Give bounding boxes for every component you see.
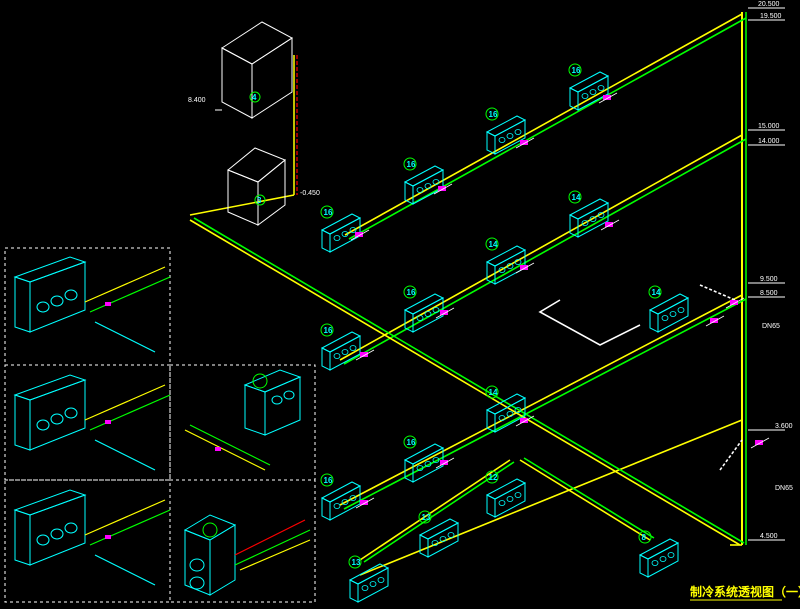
vertical-connection	[189, 55, 298, 216]
elev-4500: 4.500	[760, 533, 778, 540]
valve-marker	[730, 300, 738, 305]
elev-15000: 15.000	[758, 123, 780, 130]
valve-marker	[520, 265, 528, 270]
cooler-callout-label: 14	[652, 288, 661, 297]
valve-line	[515, 415, 535, 427]
cooler-callout-label: 16	[324, 326, 333, 335]
elev-9500: 9.500	[760, 276, 778, 283]
elev-20500: 20.500	[758, 1, 780, 8]
legend-panels	[4, 247, 316, 603]
branch-pipes	[189, 13, 747, 576]
elev-19500: 19.500	[760, 13, 782, 20]
valve-line	[435, 457, 455, 469]
cooler-callout-label: 13	[352, 558, 361, 567]
cooler-unit: 13	[418, 510, 460, 558]
cooler-unit: 16	[403, 285, 445, 333]
equipment-box-4	[215, 21, 293, 119]
valve-marker	[710, 318, 718, 323]
legend-detail	[13, 374, 171, 471]
cooler-unit: 8	[638, 530, 680, 578]
valve-marker	[755, 440, 763, 445]
legend-detail	[13, 489, 171, 586]
cooler-callout-label: 16	[407, 160, 416, 169]
dn-label-upper: DN65	[762, 323, 780, 330]
callout-3	[254, 194, 266, 206]
cooler-unit: 13	[348, 555, 390, 603]
valve-markers	[350, 92, 770, 509]
cooler-callout-label: 14	[572, 193, 581, 202]
dn-label-lower: DN65	[775, 485, 793, 492]
cooler-callout-label: 16	[324, 476, 333, 485]
valve-line	[433, 183, 453, 195]
cooler-callout-label: 14	[489, 240, 498, 249]
valve-line	[355, 349, 375, 361]
cooler-callout-label: 16	[489, 110, 498, 119]
elev-3600: 3.600	[775, 423, 793, 430]
callout-4	[249, 91, 261, 103]
valve-marker	[360, 352, 368, 357]
valve-marker	[605, 222, 613, 227]
callout-3-label: 3	[257, 196, 262, 205]
cooler-unit: 14	[485, 385, 527, 433]
valve-line	[350, 229, 370, 241]
legend-detail	[184, 369, 302, 471]
valve-line	[600, 219, 620, 231]
cooler-unit: 16	[568, 63, 610, 111]
elev-14000: 14.000	[758, 138, 780, 145]
cooler-unit: 16	[320, 323, 362, 371]
legend-contents	[13, 256, 311, 596]
valve-marker	[520, 140, 528, 145]
callout-4-label: 4	[252, 93, 257, 102]
cooler-callout-label: 13	[422, 513, 431, 522]
valve-line	[750, 437, 770, 449]
cooler-unit: 14	[568, 190, 610, 238]
cooler-units: 16 16 16 16 16 14 14 16 14 16 14 16 12 13 13 8	[320, 63, 690, 603]
cooler-callout-label: 8	[642, 533, 647, 542]
cooler-unit: 16	[485, 107, 527, 155]
valve-line	[435, 307, 455, 319]
cooler-unit: 14	[648, 285, 690, 333]
valve-line	[515, 262, 535, 274]
legend-panel-13	[4, 479, 171, 603]
elevation-marks	[748, 7, 785, 541]
drawing-title: 制冷系统透视图（一）	[690, 584, 800, 599]
main-riser	[741, 12, 747, 545]
cooler-unit: 12	[485, 470, 527, 518]
valve-marker	[360, 500, 368, 505]
legend-panel-12	[169, 479, 316, 603]
legend-detail	[183, 514, 311, 596]
valve-line	[515, 137, 535, 149]
valve-line	[725, 297, 745, 309]
elev-8400: 8.400	[188, 97, 206, 104]
cooler-unit: 14	[485, 237, 527, 285]
valve-marker	[440, 310, 448, 315]
equipment-box-3	[227, 147, 286, 226]
cooler-callout-label: 14	[489, 388, 498, 397]
valve-marker	[438, 186, 446, 191]
valve-marker	[355, 232, 363, 237]
valve-line	[705, 315, 725, 327]
valve-marker	[520, 418, 528, 423]
cooler-callout-label: 16	[407, 288, 416, 297]
valve-line	[355, 497, 375, 509]
cooler-callout-label: 12	[489, 473, 498, 482]
elev-neg-0450: -0.450	[300, 190, 320, 197]
valve-marker	[603, 95, 611, 100]
valve-line	[598, 92, 618, 104]
legend-detail	[13, 256, 171, 353]
cooler-callout-label: 16	[324, 208, 333, 217]
elev-8500: 8.500	[760, 290, 778, 297]
valve-marker	[440, 460, 448, 465]
cooler-callout-label: 16	[572, 66, 581, 75]
legend-panel-16	[4, 247, 171, 366]
cooler-unit: 16	[403, 435, 445, 483]
cooler-callout-label: 16	[407, 438, 416, 447]
